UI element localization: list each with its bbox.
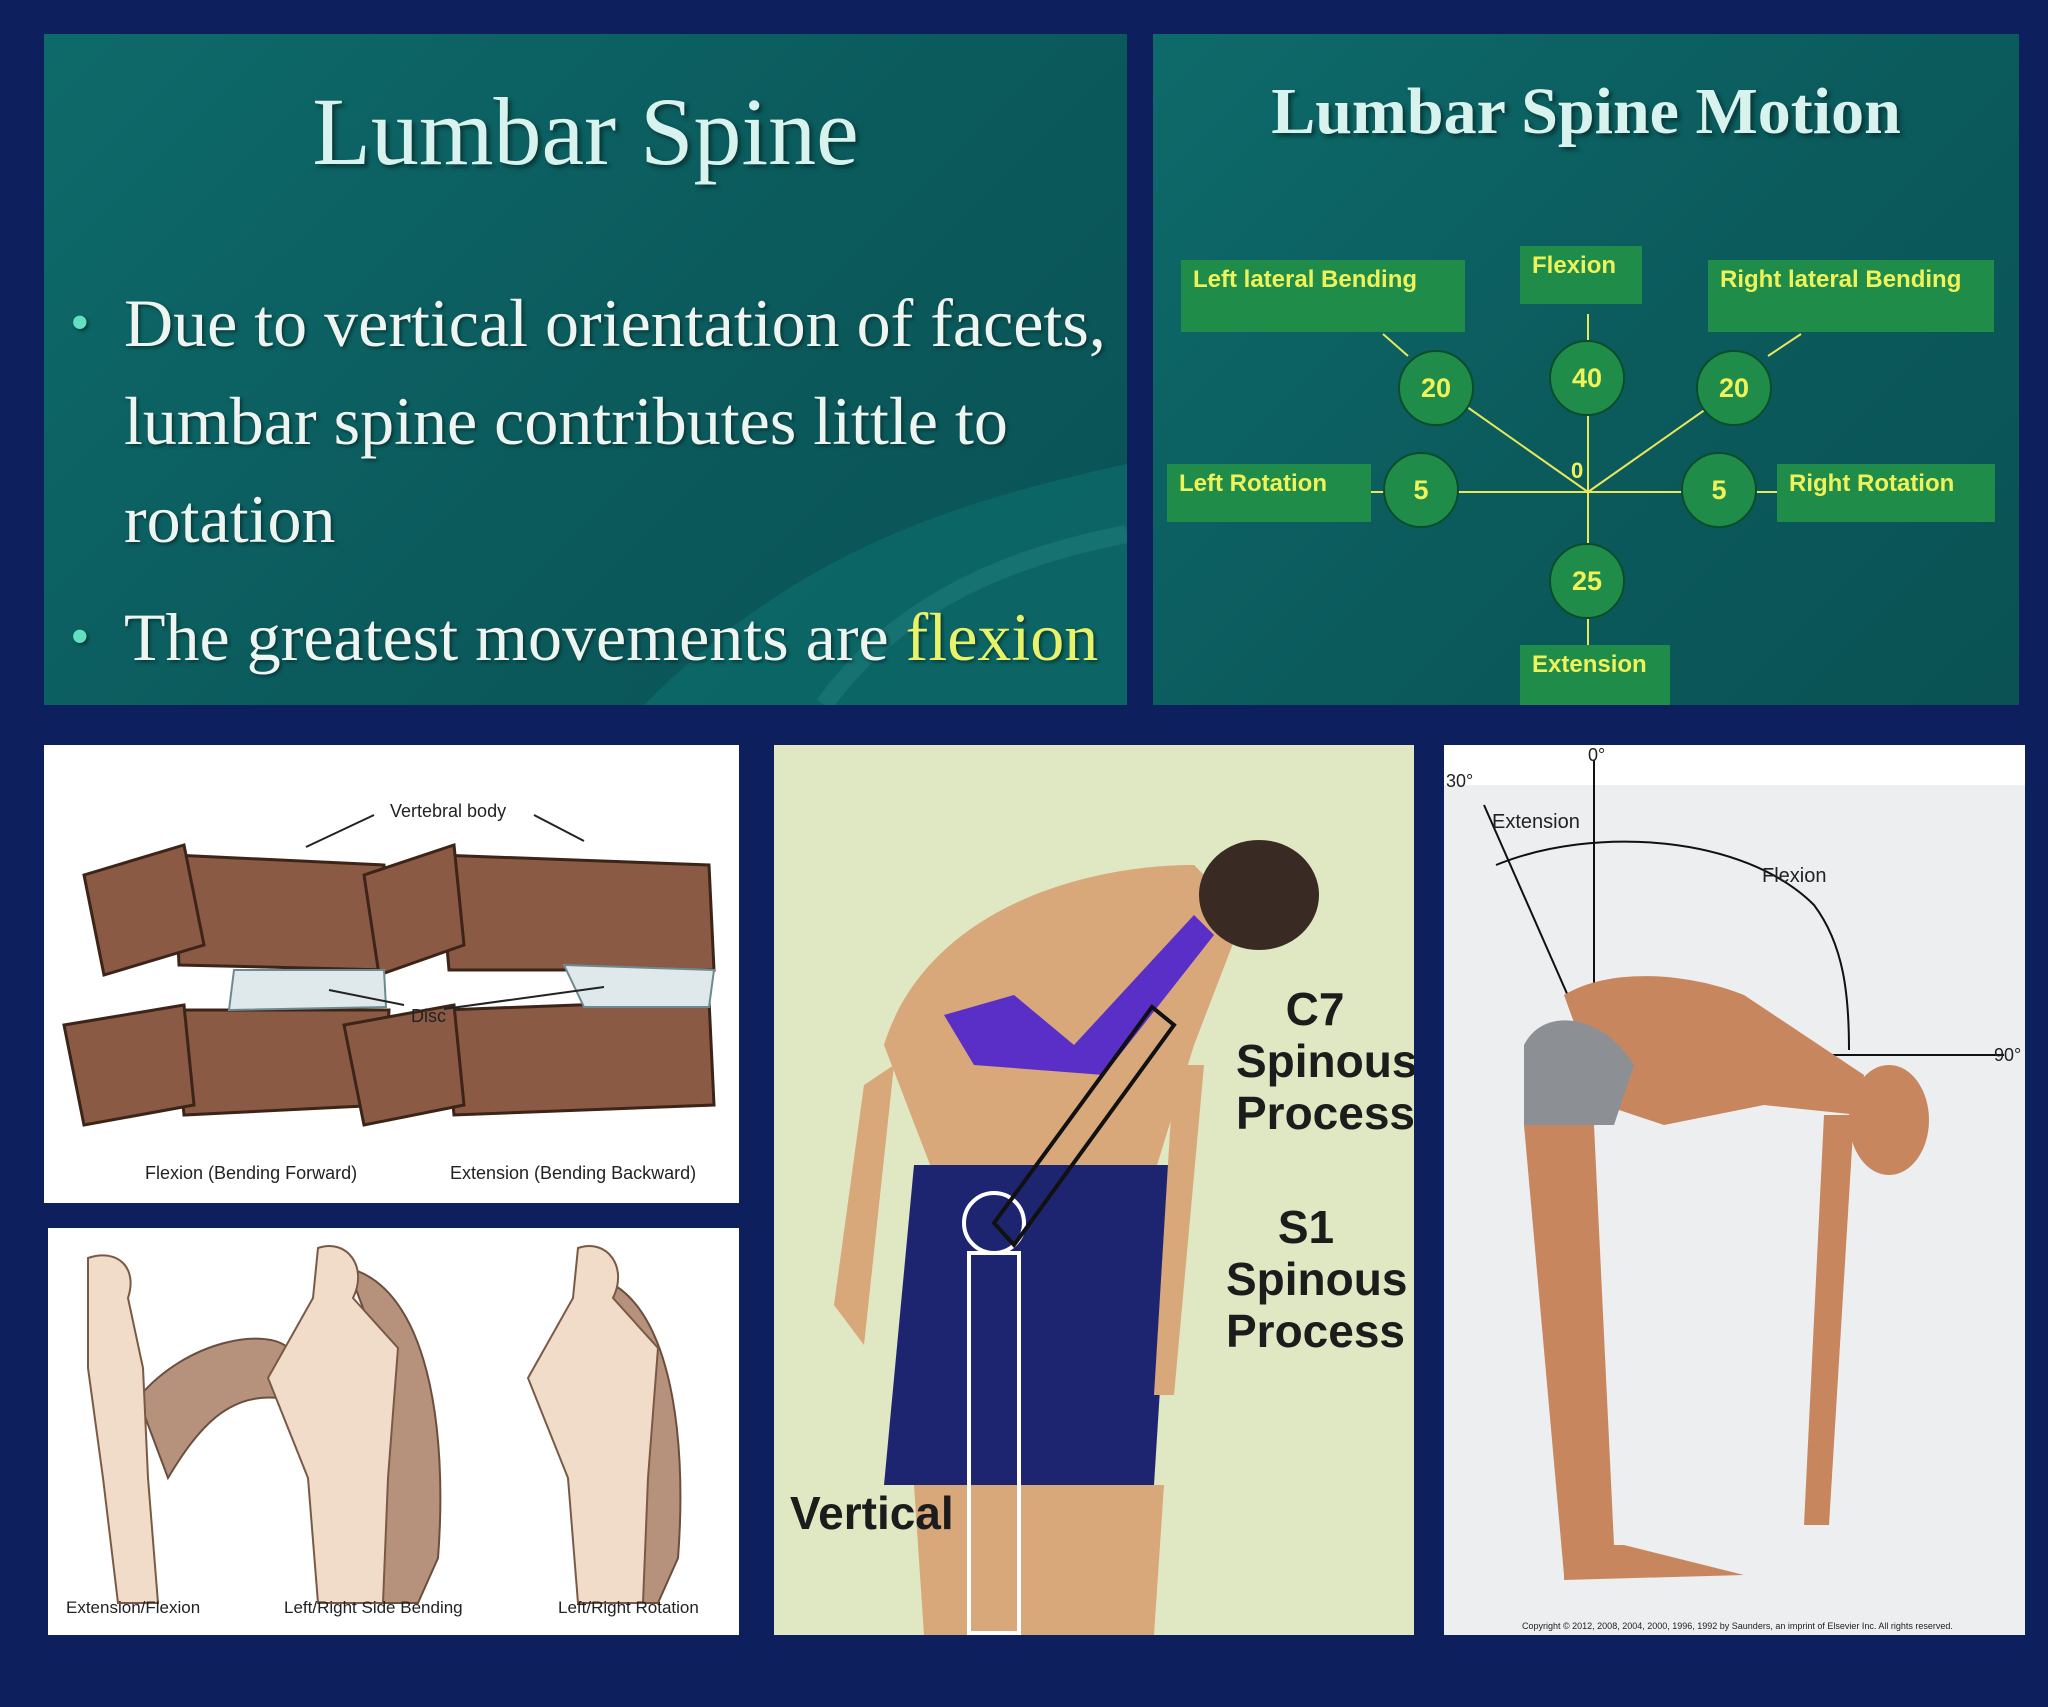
- vertebra-figure: Vertebral body Disc Flexion (Bending For…: [44, 745, 739, 1203]
- copyright-text: Copyright © 2012, 2008, 2004, 2000, 1996…: [1522, 1621, 1953, 1631]
- figure-sidebend: [266, 1245, 400, 1604]
- flexion-value: 40: [1549, 340, 1625, 416]
- extension-value: 25: [1549, 543, 1625, 619]
- side-bending-caption: Left/Right Side Bending: [284, 1598, 463, 1617]
- briefs: [1524, 1020, 1634, 1125]
- s1-label-line: Process: [1226, 1305, 1406, 1357]
- feet: [1564, 1545, 1744, 1580]
- right-rotation-value: 5: [1681, 452, 1757, 528]
- figure-flexion: [87, 1254, 160, 1604]
- vertebra-upper-right: [437, 853, 716, 972]
- c7-label: C7 Spinous Process: [1236, 983, 1414, 1139]
- figure-rotation: [526, 1245, 660, 1604]
- right-arm: [1154, 1065, 1204, 1395]
- slide-lumbar-spine-motion: Lumbar Spine Motion Left lateral Bending…: [1153, 34, 2019, 705]
- disc-label: Disc: [411, 1006, 446, 1026]
- s1-label: S1 Spinous Process: [1226, 1201, 1408, 1357]
- extension-flexion-caption: Extension/Flexion: [66, 1598, 201, 1617]
- vertebra-upper-left: [172, 853, 391, 972]
- slide-title: Lumbar Spine: [312, 78, 859, 185]
- vertical-label: Vertical: [790, 1487, 954, 1539]
- degree-30-label: 30°: [1446, 771, 1474, 791]
- arms: [1804, 1115, 1854, 1525]
- legs: [914, 1485, 1164, 1635]
- left-arm: [834, 1065, 894, 1345]
- flexion-caption: Flexion (Bending Forward): [145, 1163, 358, 1183]
- left-rotation-label: Left Rotation: [1167, 464, 1371, 522]
- c7-label-line: Process: [1236, 1087, 1414, 1139]
- c7-label-line: Spinous: [1236, 1035, 1414, 1087]
- head: [1199, 840, 1319, 950]
- left-lateral-value: 20: [1398, 350, 1474, 426]
- motion-figures-illustration: [87, 1245, 682, 1604]
- bullet-item: Due to vertical orientation of facets, l…: [64, 274, 1114, 568]
- figure-sidebend-shadow: [346, 1266, 442, 1604]
- vertebral-body-label: Vertebral body: [390, 801, 507, 821]
- legs: [1524, 1125, 1614, 1575]
- bent-torso: [1564, 976, 1864, 1125]
- disc-right: [562, 963, 716, 1008]
- extension-caption: Extension (Bending Backward): [450, 1163, 697, 1183]
- flexion-arc-label: Flexion: [1762, 865, 1827, 887]
- side-bending-photo: C7 Spinous Process S1 Spinous Process Ve…: [774, 745, 1414, 1635]
- left-lateral-bending-label: Left lateral Bending: [1181, 260, 1465, 332]
- head: [1849, 1065, 1929, 1175]
- vertebra-illustration: [62, 814, 716, 1127]
- extension-arc-label: Extension: [1492, 811, 1580, 833]
- vertical-line-marker: [967, 1251, 1021, 1635]
- right-rotation-label: Right Rotation: [1777, 464, 1995, 522]
- vertebra-lower-right: [442, 998, 716, 1117]
- s1-label-line: Spinous: [1226, 1253, 1408, 1305]
- degree-0-label: 0°: [1588, 745, 1606, 765]
- right-lateral-value: 20: [1696, 350, 1772, 426]
- figure-flexion-shadow: [136, 1337, 290, 1481]
- bullet-item: The greatest movements are flexion and e…: [64, 588, 1114, 705]
- s1-label-line: S1: [1277, 1201, 1335, 1253]
- flexion-label: Flexion: [1520, 246, 1642, 304]
- bullet-text: The greatest movements are: [124, 599, 906, 675]
- torso: [884, 865, 1244, 1175]
- bullet-text: Due to vertical orientation of facets, l…: [124, 285, 1106, 557]
- flexion-figure: 0° 30° 90° Extension Flexion Copyright ©…: [1444, 745, 2025, 1635]
- rotation-caption: Left/Right Rotation: [558, 1598, 699, 1617]
- left-rotation-value: 5: [1383, 452, 1459, 528]
- right-lateral-bending-label: Right lateral Bending: [1708, 260, 1994, 332]
- bullet-list: Due to vertical orientation of facets, l…: [64, 274, 1114, 705]
- c7-label-line: C7: [1285, 983, 1345, 1035]
- swimsuit-straps: [944, 915, 1214, 1075]
- flexion-arc: [1495, 840, 1850, 1051]
- bullet-highlight: flexion and extension: [124, 599, 1099, 705]
- slide-title: Lumbar Spine Motion: [1271, 75, 1901, 148]
- side-bending-illustration: [834, 840, 1319, 1635]
- slide-lumbar-spine: Lumbar Spine Due to vertical orientation…: [44, 34, 1127, 705]
- origin-value: 0: [1571, 458, 1584, 483]
- disc-left: [227, 969, 388, 1012]
- shorts: [884, 1165, 1174, 1485]
- motions-figure: Extension/Flexion Left/Right Side Bendin…: [48, 1228, 739, 1635]
- flexion-illustration: [1444, 760, 2025, 1635]
- degree-90-label: 90°: [1994, 1045, 2022, 1065]
- spine-line-marker: [991, 1004, 1177, 1249]
- extension-label: Extension: [1520, 645, 1670, 705]
